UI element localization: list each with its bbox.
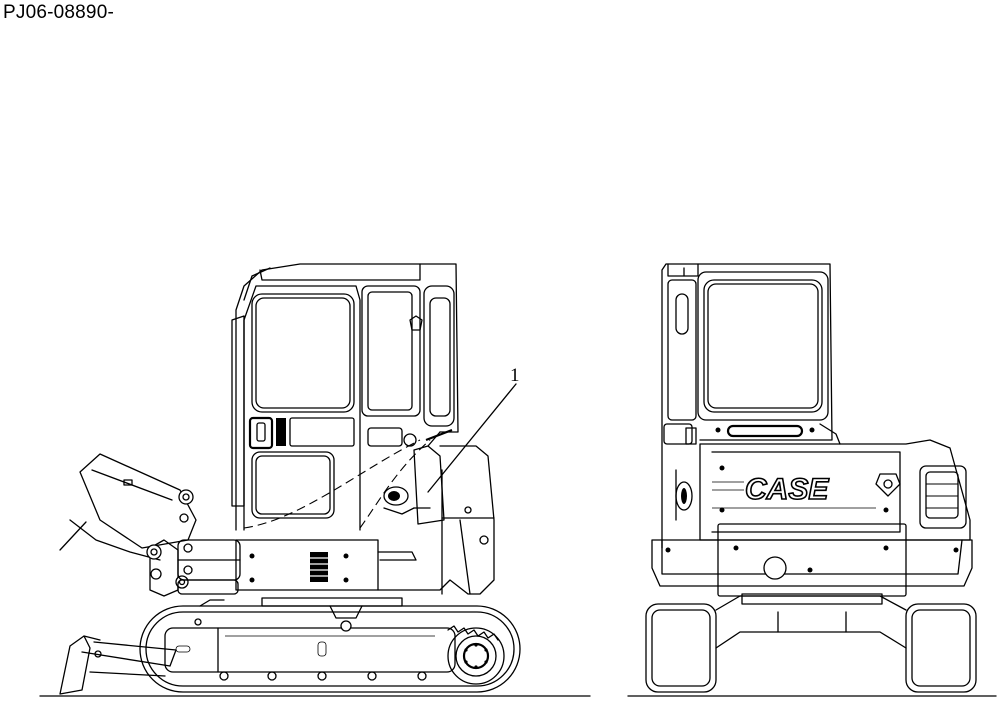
rear-tracks: [645, 593, 977, 693]
callout-1: 1: [427, 365, 520, 493]
operator-cab: [231, 263, 459, 531]
upper-structure: [235, 439, 495, 595]
callout-1-leader: [427, 383, 517, 493]
swing-base: [261, 597, 403, 607]
callout-1-label: 1: [510, 365, 520, 386]
track-assembly: [139, 605, 521, 693]
side-view-excavator: 1: [39, 263, 591, 697]
document-id: PJ06-08890-: [3, 2, 114, 23]
boom-assembly: [59, 453, 241, 597]
rear-body: CASE: [651, 439, 973, 597]
dozer-blade: [59, 635, 177, 695]
case-brand-text: CASE: [745, 473, 829, 506]
rear-cab: [661, 263, 841, 549]
rear-view-excavator: CASE: [627, 263, 997, 697]
